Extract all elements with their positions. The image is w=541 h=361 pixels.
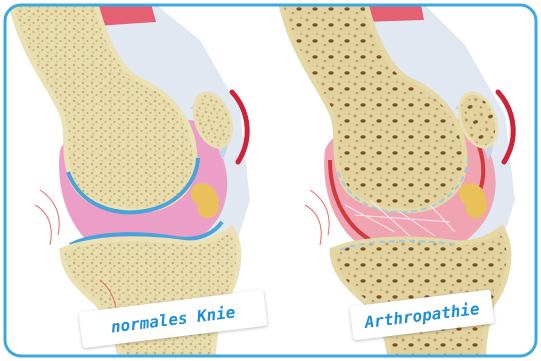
normal-knee-label-text: normales Knie (110, 302, 237, 336)
arthropathy-label-text: Arthropathie (363, 299, 480, 332)
